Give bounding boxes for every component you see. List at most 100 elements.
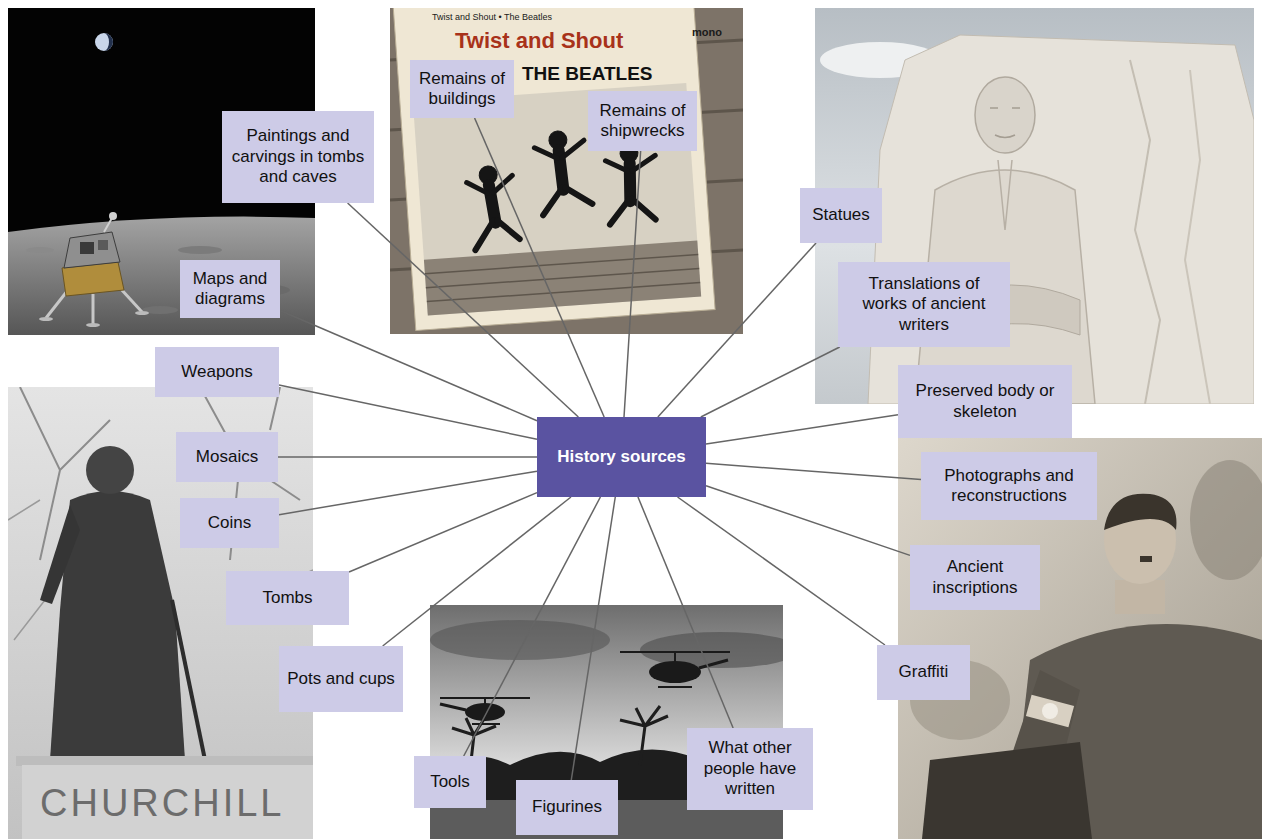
topic-box: History sources xyxy=(537,417,706,497)
helicopter-part xyxy=(699,660,728,668)
jumping-figure xyxy=(466,164,521,250)
connector-line xyxy=(701,347,840,417)
lunar-module-part xyxy=(64,232,120,268)
helicopter-photo-part xyxy=(430,620,610,660)
node-text: Photographs and reconstructions xyxy=(928,466,1090,507)
speaker-photo-part xyxy=(922,742,1092,839)
node-text: Statues xyxy=(807,205,875,225)
photo-text: mono xyxy=(692,27,722,38)
lunar-module-part xyxy=(92,294,95,324)
photo-text: THE BEATLES xyxy=(522,64,653,83)
helicopter-photo-part xyxy=(640,632,783,668)
jumping-figure-part xyxy=(605,159,628,173)
node-text: Mosaics xyxy=(183,447,271,467)
helicopter-part xyxy=(649,661,701,683)
lunar-module-part xyxy=(104,218,112,232)
node-text: What other people have written xyxy=(694,738,806,799)
node-text: Maps and diagrams xyxy=(187,269,273,310)
node-text: Weapons xyxy=(162,362,272,382)
lunar-module-part xyxy=(46,290,68,318)
source-box: Ancient inscriptions xyxy=(910,545,1040,610)
node-text: Coins xyxy=(187,513,272,533)
helicopter xyxy=(440,698,530,724)
jumping-figure-part xyxy=(467,181,488,194)
connector-line xyxy=(678,497,885,645)
source-box: Weapons xyxy=(155,347,279,397)
connector-line xyxy=(706,463,921,479)
source-box: Tools xyxy=(414,756,486,808)
speaker-photo-part xyxy=(1190,460,1262,580)
node-text: Remains of buildings xyxy=(417,69,507,110)
record-sleeve-photo-part-part xyxy=(424,241,701,316)
source-box: Graffiti xyxy=(877,645,970,700)
record-sleeve-photo xyxy=(390,8,743,334)
jumping-figure xyxy=(604,142,659,224)
memorial-statue-photo-part xyxy=(1130,60,1160,404)
source-box: Preserved body or skeleton xyxy=(898,365,1072,438)
source-box: Pots and cups xyxy=(279,646,403,712)
connector-line xyxy=(475,118,605,417)
record-sleeve-photo-part-part xyxy=(427,282,700,301)
node-text: Ancient inscriptions xyxy=(917,557,1033,598)
connector-line xyxy=(348,203,579,417)
lunar-module-part xyxy=(39,317,53,321)
source-box: Statues xyxy=(800,188,882,243)
jumping-figure-part xyxy=(565,186,592,206)
bronze-statue-photo-part xyxy=(22,765,313,839)
moon-photo-part xyxy=(8,217,315,335)
source-box: Paintings and carvings in tombs and cave… xyxy=(222,111,374,203)
memorial-statue-photo-part xyxy=(990,108,1020,138)
source-box: Maps and diagrams xyxy=(180,260,280,318)
memorial-statue-photo-part xyxy=(975,77,1035,153)
photo-text: CHURCHILL xyxy=(40,784,284,822)
lunar-module-part xyxy=(135,311,149,315)
jumping-figure xyxy=(533,129,593,216)
jumping-figure-part xyxy=(541,188,564,215)
helicopter-part xyxy=(465,703,505,721)
connector-line xyxy=(383,497,571,646)
node-text: Preserved body or skeleton xyxy=(905,381,1065,422)
helicopter-part xyxy=(674,652,676,661)
connector-line xyxy=(349,493,537,572)
lunar-module xyxy=(39,212,149,327)
memorial-statue-photo-part xyxy=(868,35,1254,404)
connector-line xyxy=(280,310,537,420)
source-box: What other people have written xyxy=(687,728,813,810)
node-text: Tools xyxy=(421,772,479,792)
node-text: Pots and cups xyxy=(286,669,396,689)
helicopter-part xyxy=(484,698,486,704)
node-text: Figurines xyxy=(523,797,611,817)
speaker-photo-part xyxy=(1140,556,1152,562)
connector-line xyxy=(706,486,910,556)
connector-line xyxy=(464,497,601,756)
node-text: Graffiti xyxy=(884,662,963,682)
helicopter-photo-part xyxy=(620,706,668,765)
node-text: Paintings and carvings in tombs and cave… xyxy=(229,126,367,187)
node-text: Translations of works of ancient writers xyxy=(845,274,1003,335)
jumping-figure-part xyxy=(561,140,585,158)
source-box: Photographs and reconstructions xyxy=(921,452,1097,520)
jumping-figure-part xyxy=(608,199,631,224)
jumping-figure-part xyxy=(631,155,656,171)
bronze-statue-photo-part xyxy=(172,600,205,760)
helicopter-part xyxy=(472,723,500,725)
connector-line xyxy=(278,456,537,458)
connector-line xyxy=(279,385,537,439)
bronze-statue-photo-part xyxy=(16,756,313,766)
speaker-photo xyxy=(898,438,1262,839)
connector-line xyxy=(624,151,641,417)
lunar-module-part xyxy=(109,212,117,220)
record-sleeve-photo-part xyxy=(392,8,715,330)
memorial-statue-photo-part xyxy=(1185,70,1210,404)
moon-photo-part xyxy=(104,33,113,51)
memorial-statue-photo-part xyxy=(998,160,1012,230)
source-box: Coins xyxy=(180,498,279,548)
jumping-figure-part xyxy=(497,219,519,240)
connector-line xyxy=(658,243,816,417)
source-box: Mosaics xyxy=(176,432,278,482)
connector-line xyxy=(571,497,615,780)
record-sleeve-photo-part-part xyxy=(392,8,715,330)
photo-text: Twist and Shout • The Beatles xyxy=(432,13,552,22)
helicopter-part xyxy=(440,704,466,710)
